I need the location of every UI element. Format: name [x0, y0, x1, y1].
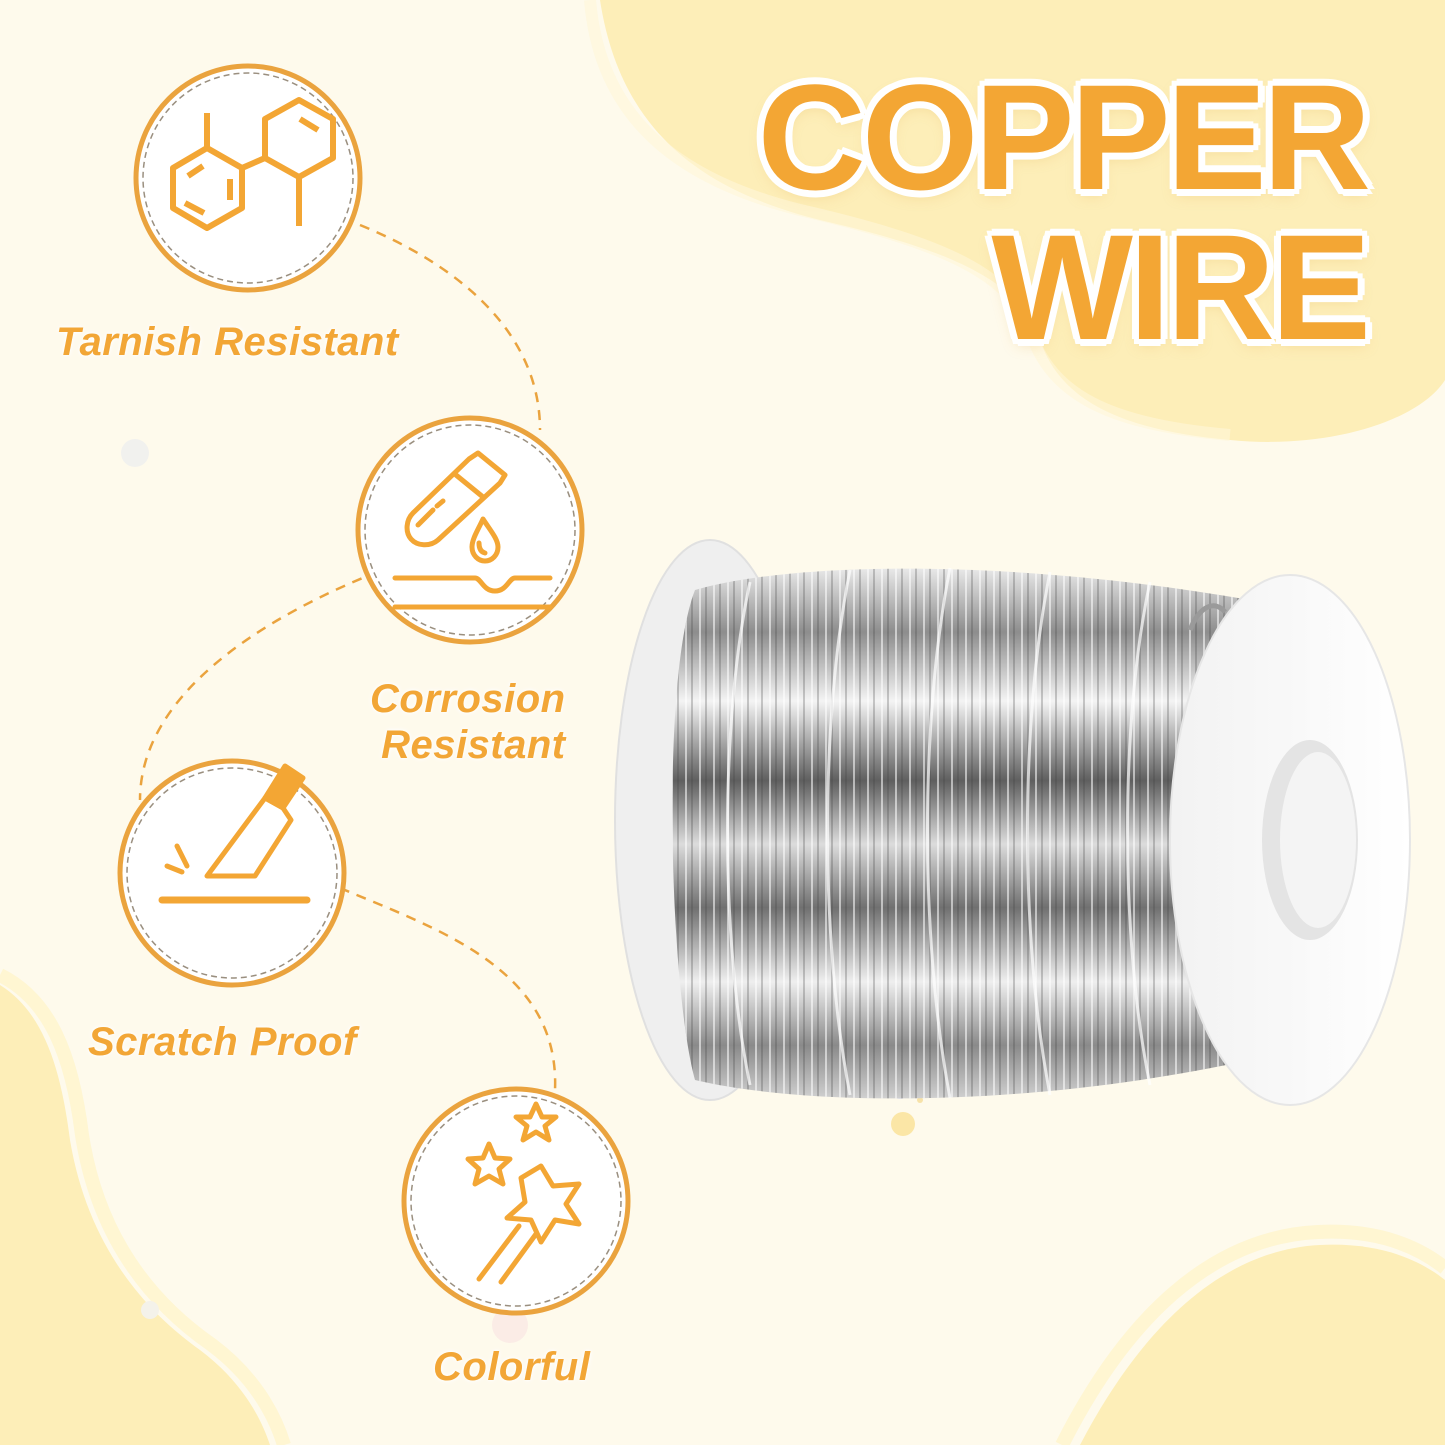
feature-label-colorful: Colorful: [433, 1345, 591, 1389]
feature-badge-corrosion: [355, 415, 585, 645]
connector-path: [138, 223, 557, 1091]
title-line-1: COPPER: [757, 53, 1371, 221]
feature-badge-scratch: [117, 758, 347, 988]
knife-scratch-icon: [158, 763, 311, 904]
feature-badge-tarnish: [133, 63, 363, 293]
title-line-2: WIRE: [991, 203, 1371, 371]
test-tube-drop-icon: [392, 450, 553, 610]
star-wand-icon: [465, 1101, 582, 1285]
feature-label-scratch: Scratch Proof: [88, 1020, 357, 1064]
molecule-icon: [170, 97, 336, 231]
page-title: COPPER WIRE: [757, 53, 1371, 371]
wire-spool-image: [614, 539, 1411, 1106]
feature-badge-colorful: [401, 1086, 631, 1316]
feature-label-corrosion: Corrosion Resistant: [370, 677, 566, 767]
feature-label-tarnish: Tarnish Resistant: [56, 320, 399, 364]
